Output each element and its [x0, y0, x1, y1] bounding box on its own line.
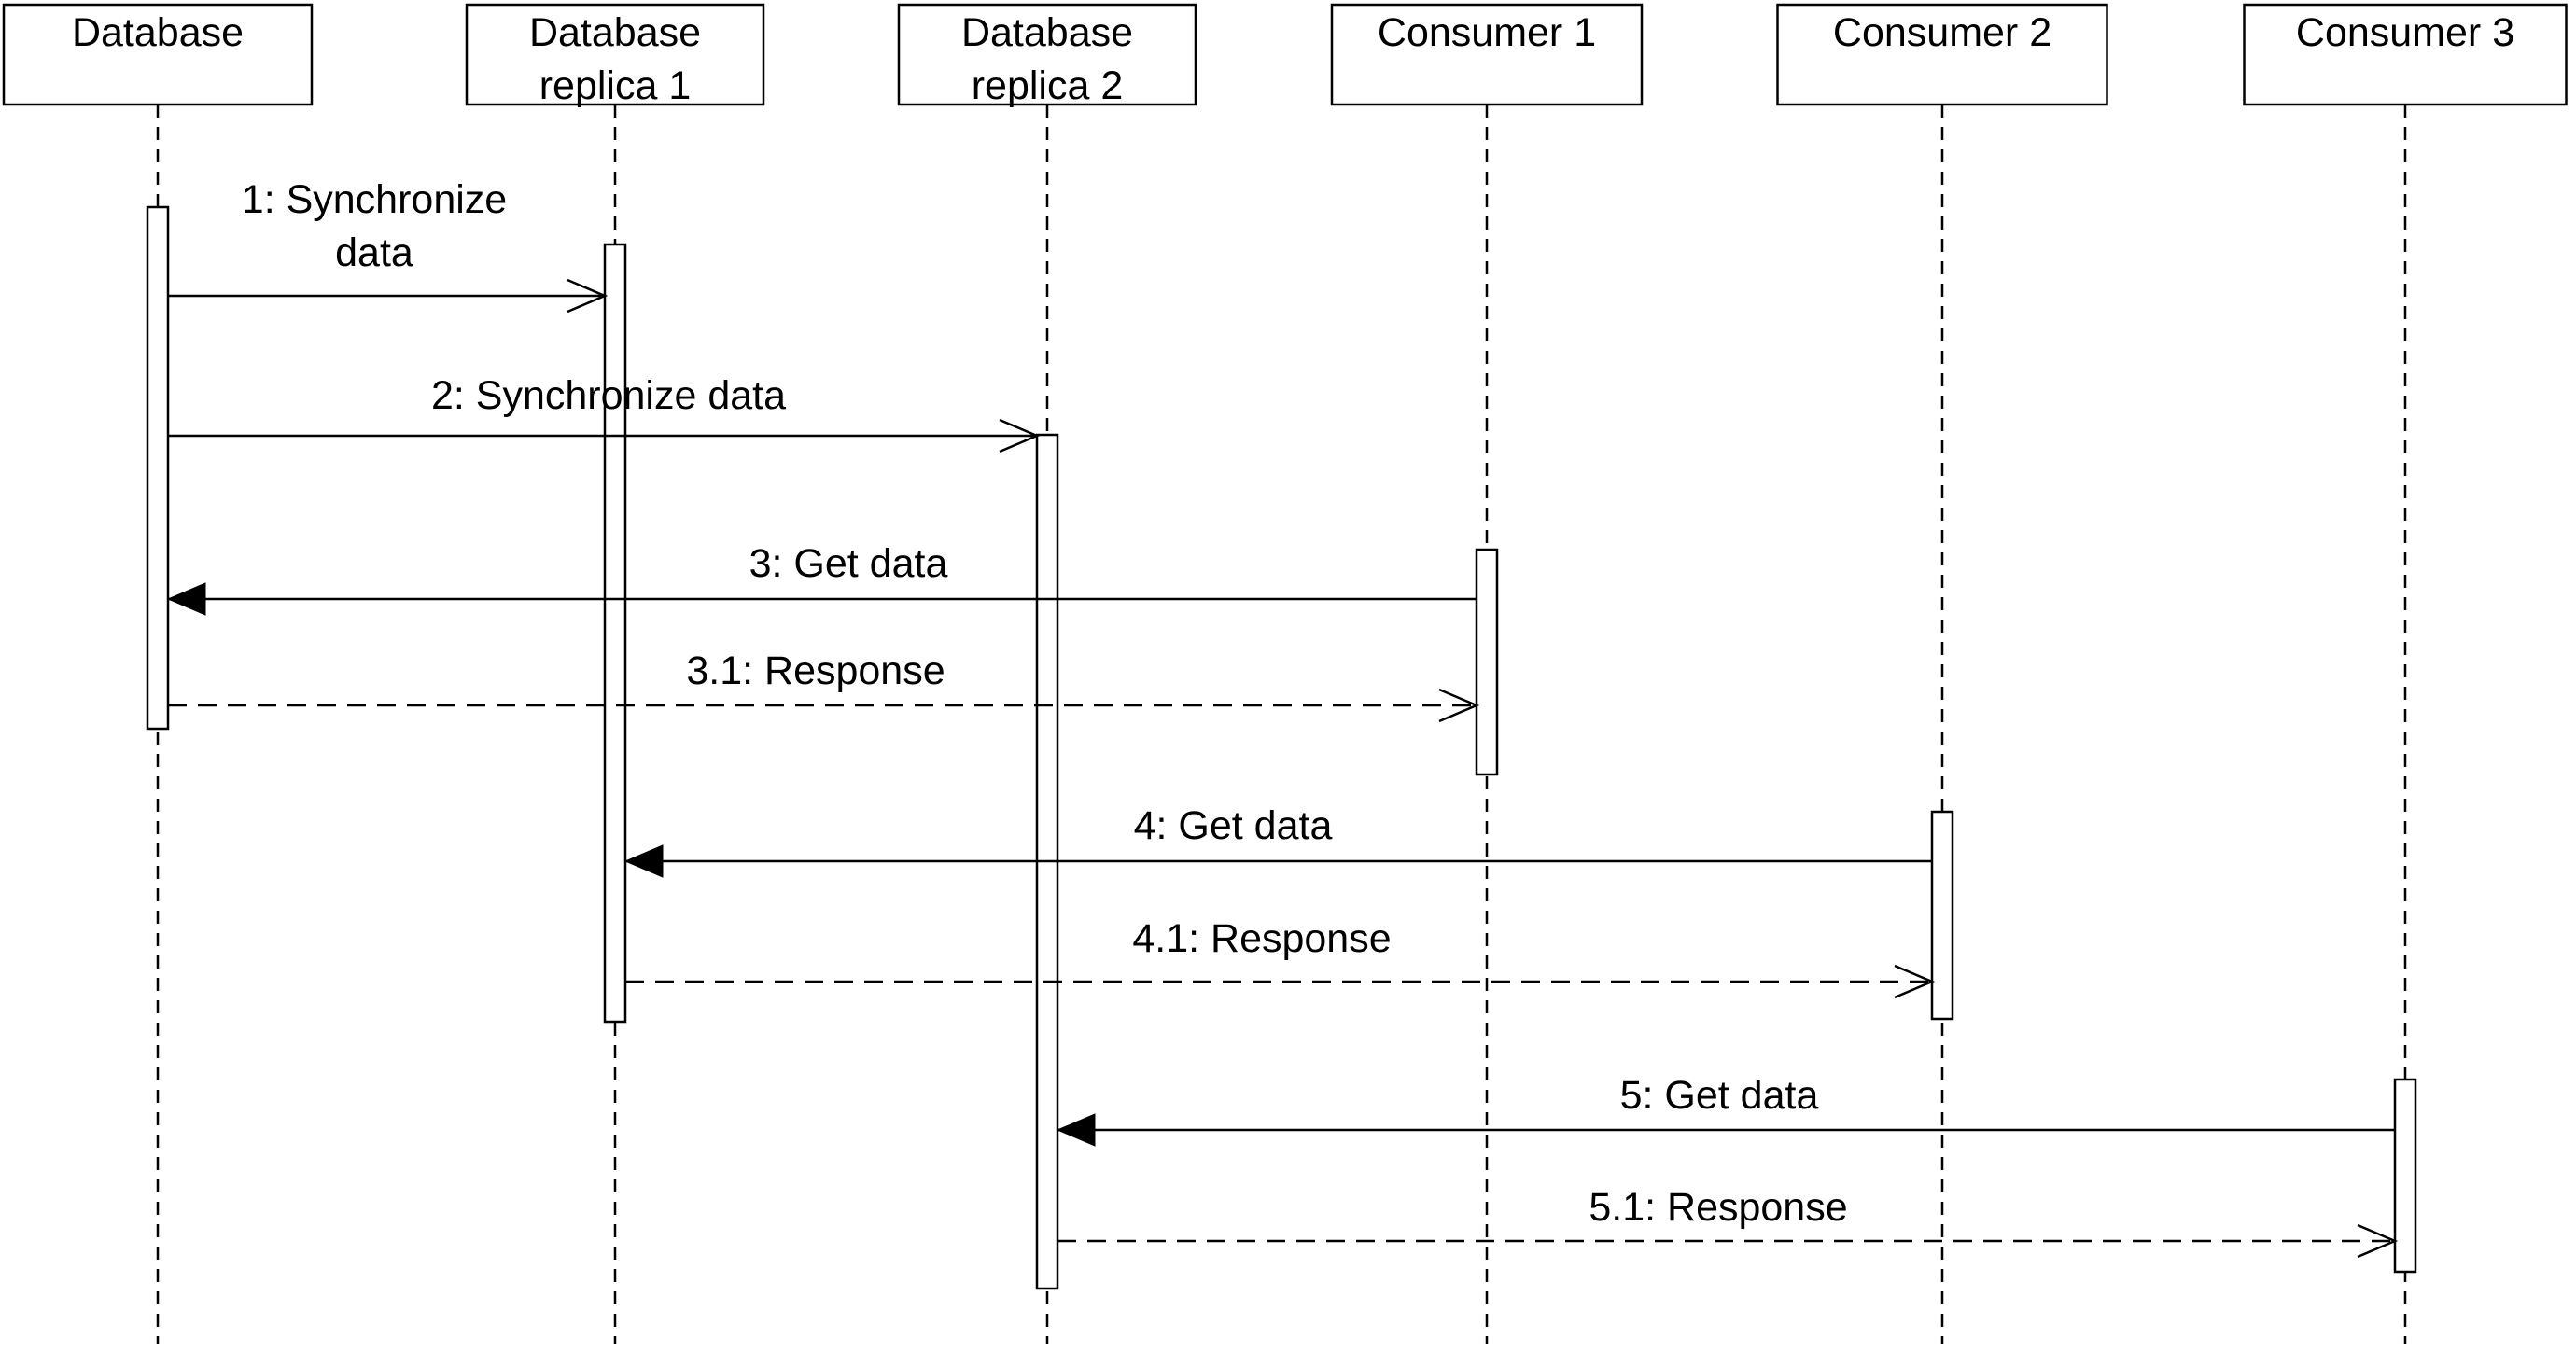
participant-label: Consumer 2	[1833, 10, 2051, 55]
participant-label: Database	[72, 10, 244, 55]
participant-box	[2, 3, 314, 106]
participant-label: replica 1	[539, 63, 692, 108]
participant-box	[1330, 3, 1644, 106]
participant-rep1: Database replica 1	[465, 3, 765, 108]
arrowhead-filled	[623, 844, 664, 878]
participant-box	[2243, 3, 2568, 106]
arrowhead-open	[1894, 964, 1936, 999]
participant-label: Consumer 3	[2296, 10, 2514, 55]
message-m2: 2: Synchronize data	[168, 373, 1041, 453]
message-m3: 3: Get data	[166, 541, 1477, 616]
arrowhead-open	[567, 278, 609, 314]
message-label: 3.1: Response	[686, 648, 945, 693]
participant-c1: Consumer 1	[1330, 3, 1644, 106]
lifelines	[156, 105, 2407, 1344]
participant-rep2: Database replica 2	[897, 3, 1197, 108]
activation-bar-rep1	[603, 243, 627, 1024]
message-m4_1: 4.1: Response	[625, 916, 1936, 999]
participant-c3: Consumer 3	[2243, 3, 2568, 106]
activation-bar-c3	[2393, 1078, 2417, 1274]
arrowhead-filled	[166, 582, 206, 616]
activation-bar-db	[146, 205, 170, 731]
participant-box	[897, 3, 1197, 106]
arrowhead-open	[1438, 688, 1480, 723]
participant-label: Consumer 1	[1378, 10, 1596, 55]
participant-db: Database	[2, 3, 314, 106]
message-m1: 1: Synchronize data	[168, 177, 609, 314]
message-label: 5.1: Response	[1589, 1185, 1847, 1230]
participant-c2: Consumer 2	[1776, 3, 2108, 106]
activation-bar-c2	[1930, 810, 1954, 1021]
participant-label: Database	[961, 10, 1133, 55]
arrowhead-filled	[1056, 1113, 1096, 1147]
message-label: 4: Get data	[1134, 803, 1333, 848]
message-label: 1: Synchronize	[242, 177, 507, 222]
message-m5_1: 5.1: Response	[1057, 1185, 2399, 1259]
participants: Database Database replica 1 Database replica…	[2, 3, 2568, 108]
participant-label: replica 2	[972, 63, 1124, 108]
participant-box	[1776, 3, 2108, 106]
message-label: 4.1: Response	[1132, 916, 1391, 961]
participant-label: Database	[529, 10, 701, 55]
arrowhead-open	[999, 418, 1041, 453]
message-label: 5: Get data	[1620, 1073, 1819, 1118]
messages: 1: Synchronize data 2: Synchronize data 3: …	[166, 177, 2399, 1259]
participant-box	[465, 3, 765, 106]
arrowhead-open	[2357, 1223, 2399, 1259]
message-label: 2: Synchronize data	[431, 373, 786, 418]
message-m3_1: 3.1: Response	[168, 648, 1480, 723]
message-label: 3: Get data	[749, 541, 948, 586]
activation-bars	[146, 205, 2417, 1290]
message-m5: 5: Get data	[1056, 1073, 2395, 1147]
message-label: data	[335, 230, 413, 275]
message-m4: 4: Get data	[623, 803, 1932, 878]
activation-bar-c1	[1475, 548, 1499, 776]
